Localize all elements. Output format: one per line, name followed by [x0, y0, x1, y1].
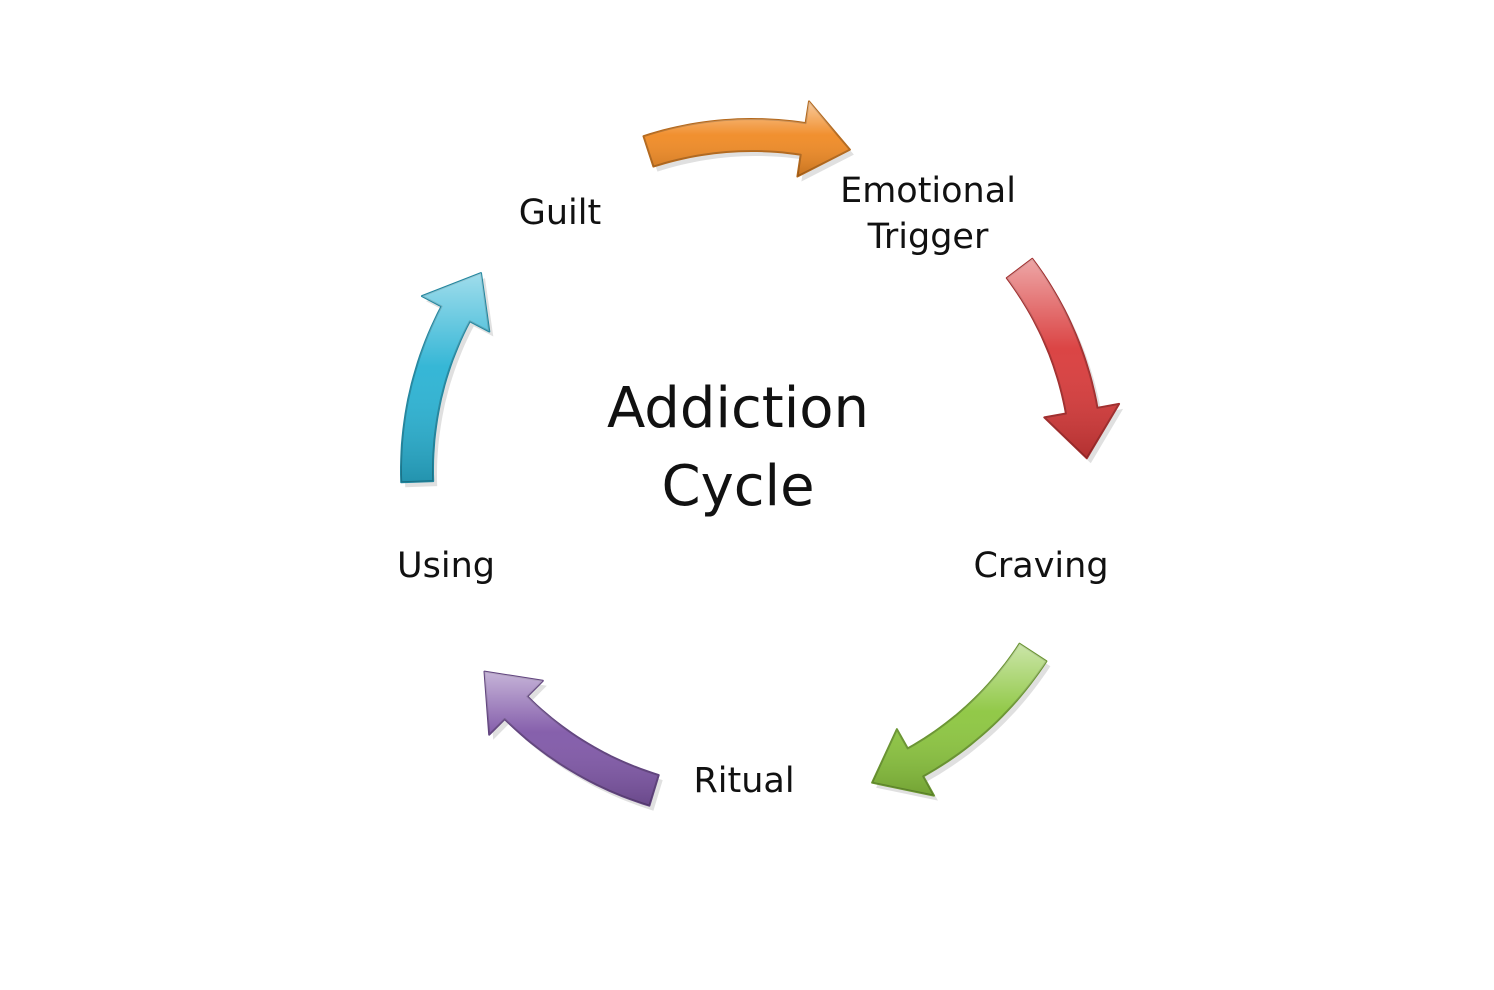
title-line-2: Cycle [661, 454, 815, 519]
cycle-arrow [483, 670, 663, 811]
stage-label-line: Emotional [840, 171, 1016, 211]
stage-label-line: Craving [973, 546, 1109, 586]
arrow-gloss [401, 273, 490, 483]
diagram-title: Addiction Cycle [607, 370, 869, 526]
arrow-gloss [484, 671, 659, 806]
cycle-arrow [871, 642, 1051, 801]
cycle-arrow [1005, 257, 1124, 464]
stage-emotional-trigger: Emotional Trigger [840, 168, 1016, 260]
stage-ritual: Ritual [693, 758, 794, 804]
stage-label-line: Guilt [518, 193, 602, 233]
cycle-arrow [400, 272, 494, 488]
cycle-arrow [642, 100, 854, 182]
stage-label-line: Using [397, 546, 495, 586]
title-line-1: Addiction [606, 376, 870, 441]
arrow-gloss [643, 101, 850, 177]
stage-using: Using [397, 543, 495, 589]
stage-label-line: Trigger [867, 217, 989, 257]
arrow-gloss [872, 643, 1047, 796]
stage-label-line: Ritual [693, 761, 795, 801]
stage-craving: Craving [973, 543, 1108, 589]
stage-guilt: Guilt [519, 190, 601, 236]
arrow-gloss [1006, 258, 1120, 459]
